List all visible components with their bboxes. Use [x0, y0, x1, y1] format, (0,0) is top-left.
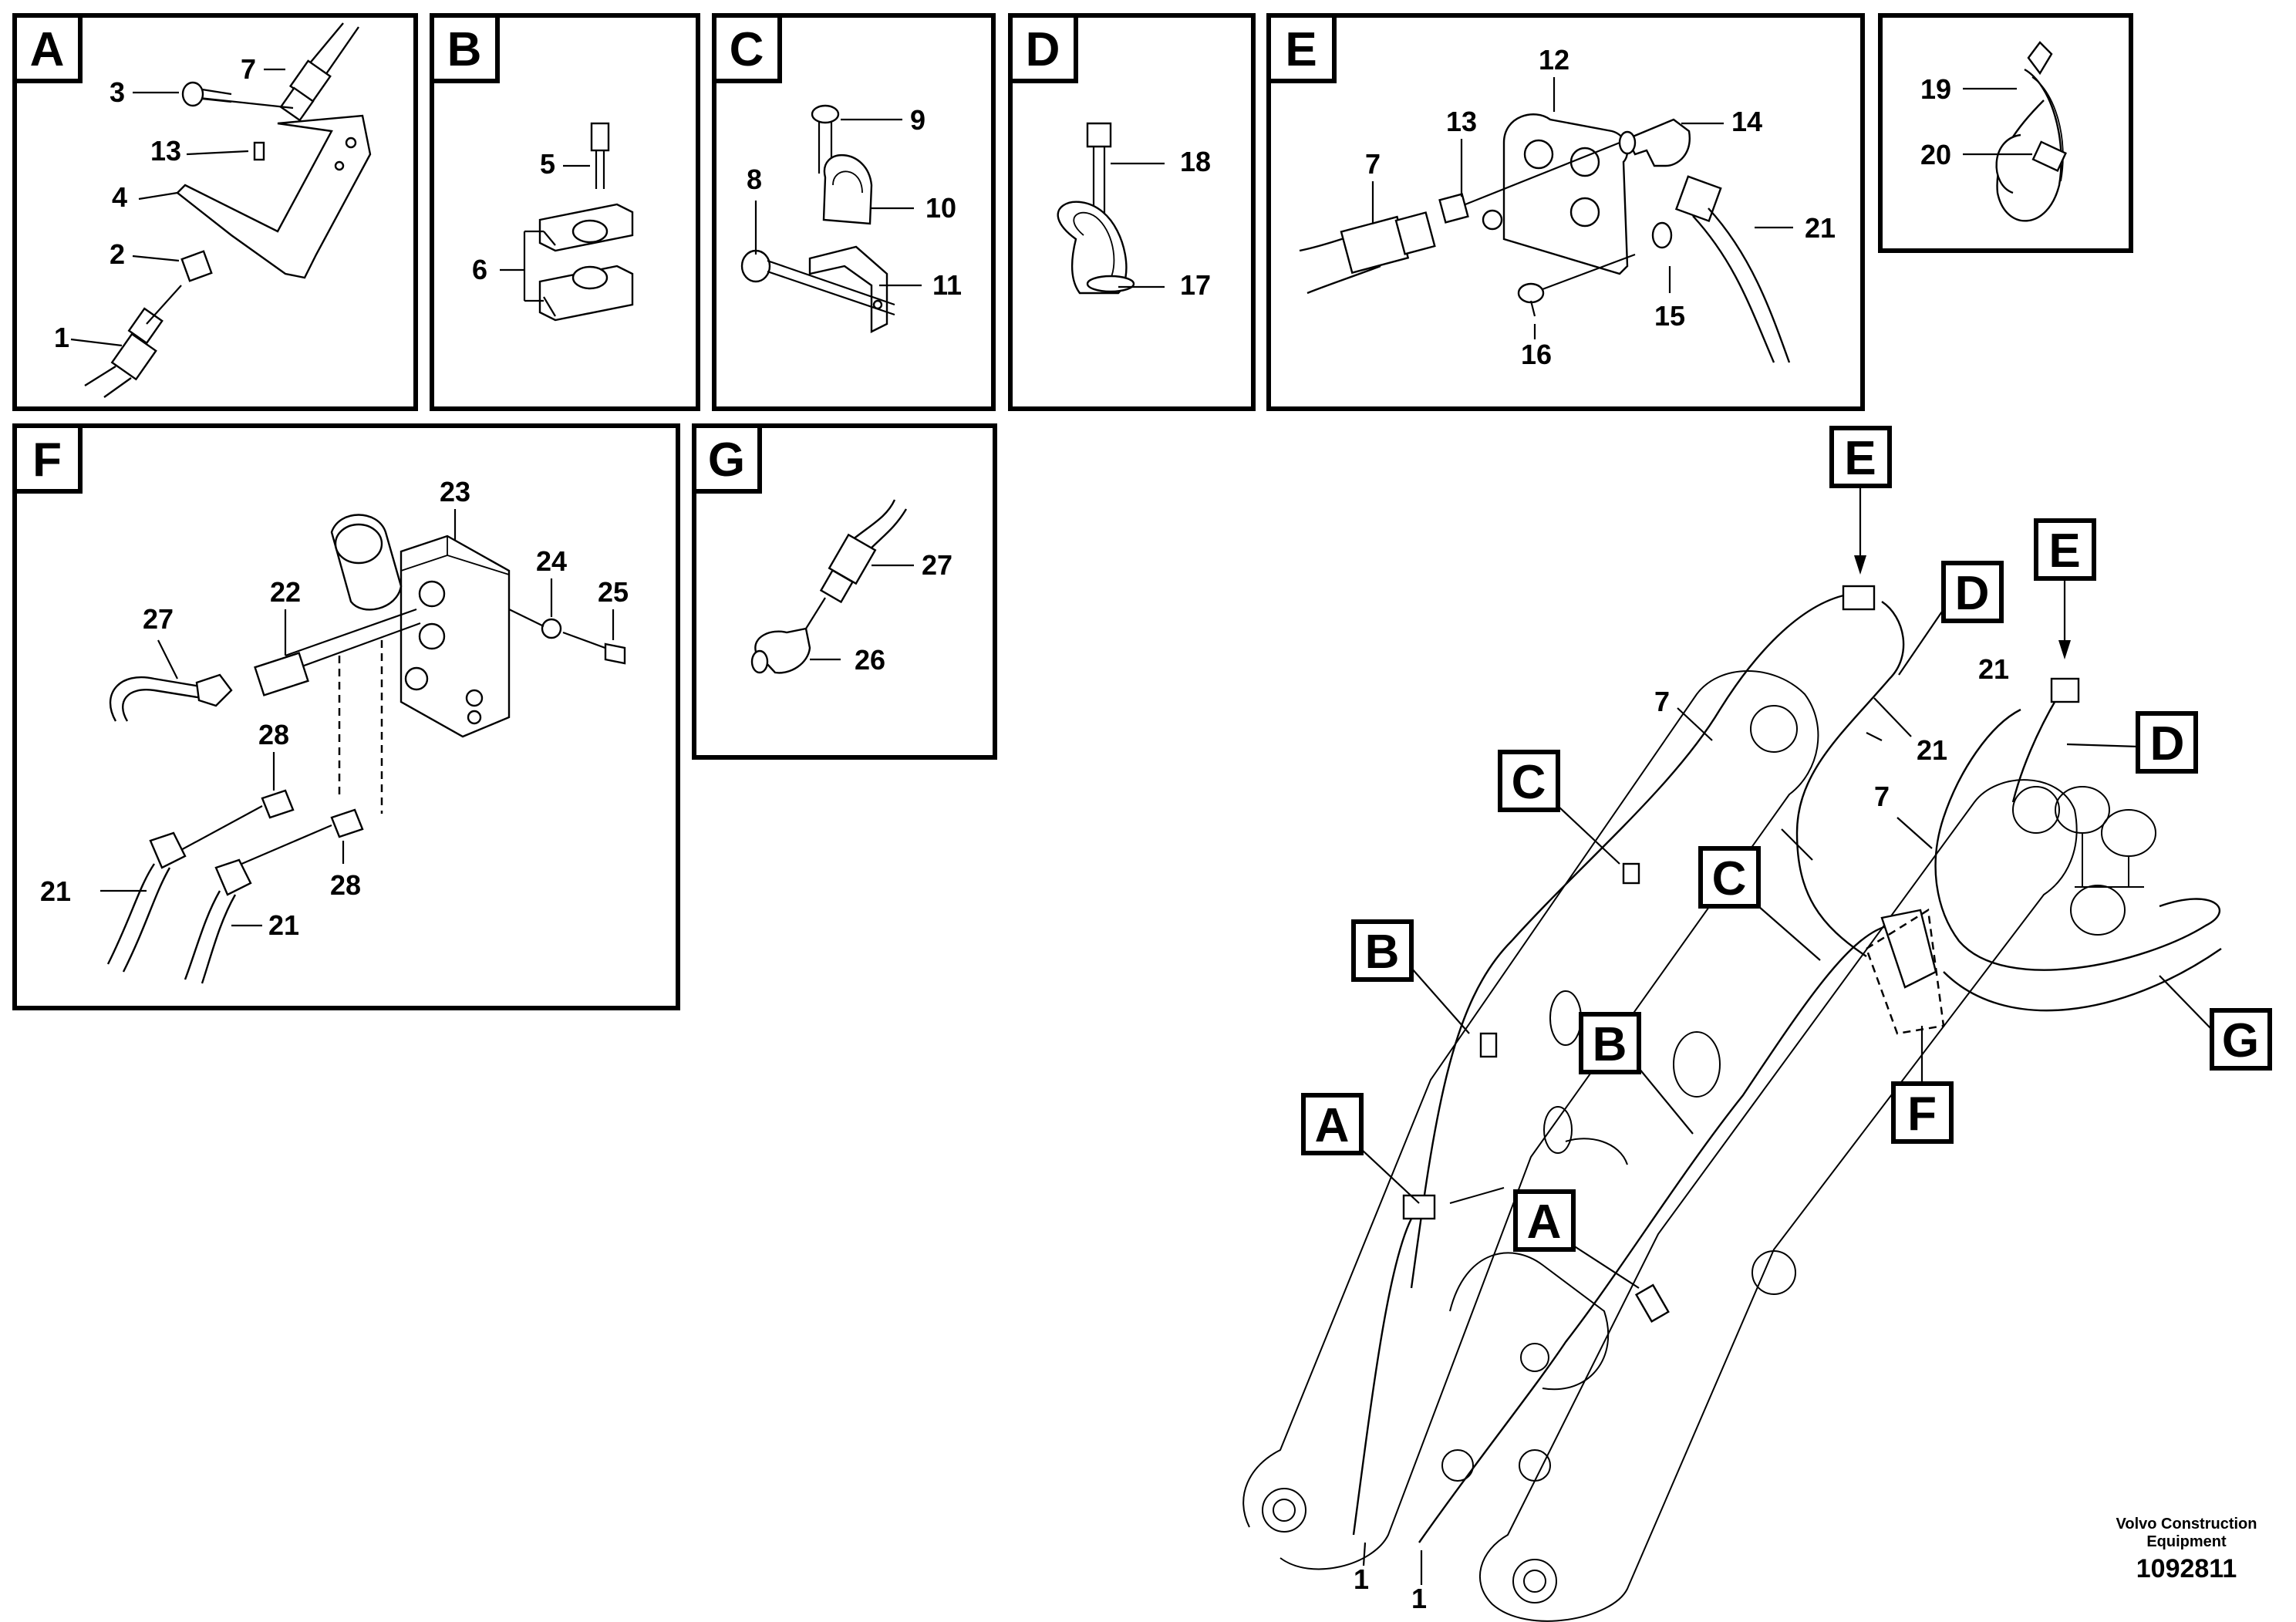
panel-c-tag: C: [730, 23, 764, 76]
main-callouts: E D E D C C B B A A: [1301, 426, 2272, 1614]
tag-c-center: C: [1712, 852, 1747, 905]
lift-arm-assembly: [1242, 585, 2222, 1622]
tag-f: F: [1907, 1088, 1937, 1141]
callout-1: 1: [54, 322, 69, 353]
callout-10: 10: [925, 192, 956, 224]
callout-19: 19: [1920, 73, 1951, 105]
detail-panel-g: G 27 26: [692, 423, 997, 760]
callout-14: 14: [1731, 106, 1762, 137]
callout-9: 9: [910, 104, 925, 136]
callout-23: 23: [440, 476, 470, 508]
main-callout-7-right: 7: [1874, 781, 1890, 812]
callout-25: 25: [598, 576, 629, 608]
callout-21: 21: [1805, 212, 1836, 244]
credit-block: Volvo Construction Equipment 1092811: [2116, 1516, 2257, 1583]
callout-4: 4: [112, 181, 127, 213]
tag-g: G: [2222, 1014, 2259, 1067]
panel-e-tag: E: [1285, 23, 1317, 76]
tag-d-right: D: [2150, 717, 2185, 771]
callout-28: 28: [258, 719, 289, 750]
detail-panel-b: B 5 6: [430, 13, 700, 411]
tag-e-right: E: [2048, 524, 2080, 578]
callout-15: 15: [1654, 300, 1685, 332]
callout-24: 24: [536, 545, 567, 577]
credit-line-1: Volvo Construction: [2116, 1516, 2257, 1533]
panel-b-tag: B: [447, 23, 482, 76]
detail-panel-c: C 9 8 10 11: [712, 13, 996, 411]
callout-28: 28: [330, 869, 361, 901]
callout-21: 21: [40, 875, 71, 907]
main-callout-7-left: 7: [1654, 686, 1670, 717]
tag-a-left: A: [1315, 1099, 1350, 1152]
callout-3: 3: [110, 76, 125, 108]
tag-d-top: D: [1955, 567, 1990, 620]
callout-16: 16: [1521, 339, 1552, 370]
callout-13: 13: [150, 135, 181, 167]
callout-18: 18: [1180, 146, 1211, 177]
callout-2: 2: [110, 238, 125, 270]
callout-27: 27: [922, 549, 952, 581]
panel-a-tag: A: [30, 23, 65, 76]
callout-11: 11: [932, 269, 962, 301]
main-callout-21-center: 21: [1917, 734, 1947, 766]
callout-8: 8: [747, 164, 762, 195]
tag-b-center: B: [1593, 1018, 1627, 1071]
detail-panel-f: F: [12, 423, 680, 1010]
panel-f-tag: F: [32, 433, 62, 487]
detail-panel-cable-ties: 19 20: [1878, 13, 2133, 253]
tag-a-center: A: [1527, 1195, 1562, 1249]
callout-26: 26: [855, 644, 885, 676]
figure-number: 1092811: [2136, 1554, 2237, 1583]
callout-21: 21: [268, 909, 299, 941]
callout-22: 22: [270, 576, 301, 608]
callout-7: 7: [1365, 148, 1381, 180]
callout-6: 6: [472, 254, 487, 285]
tag-c-left: C: [1512, 756, 1546, 809]
tag-b-left: B: [1365, 926, 1400, 979]
callout-20: 20: [1920, 139, 1951, 170]
panel-d-tag: D: [1026, 23, 1060, 76]
callout-5: 5: [540, 148, 555, 180]
tag-e-top: E: [1844, 432, 1876, 485]
main-callout-21-right: 21: [1978, 653, 2009, 685]
detail-panel-d: D 18 17: [1008, 13, 1256, 411]
callout-17: 17: [1180, 269, 1211, 301]
callout-13: 13: [1446, 106, 1477, 137]
callout-27: 27: [143, 603, 174, 635]
panel-g-tag: G: [708, 433, 745, 487]
main-callout-1-left: 1: [1354, 1563, 1369, 1595]
detail-panel-e: E 12 13 14 7 21 15: [1266, 13, 1865, 411]
main-callout-1-right: 1: [1411, 1583, 1427, 1614]
callout-12: 12: [1539, 44, 1569, 76]
credit-line-2: Equipment: [2146, 1533, 2227, 1550]
detail-panel-a: A 3 7 13 4 2 1: [12, 13, 418, 411]
callout-7: 7: [241, 53, 256, 85]
